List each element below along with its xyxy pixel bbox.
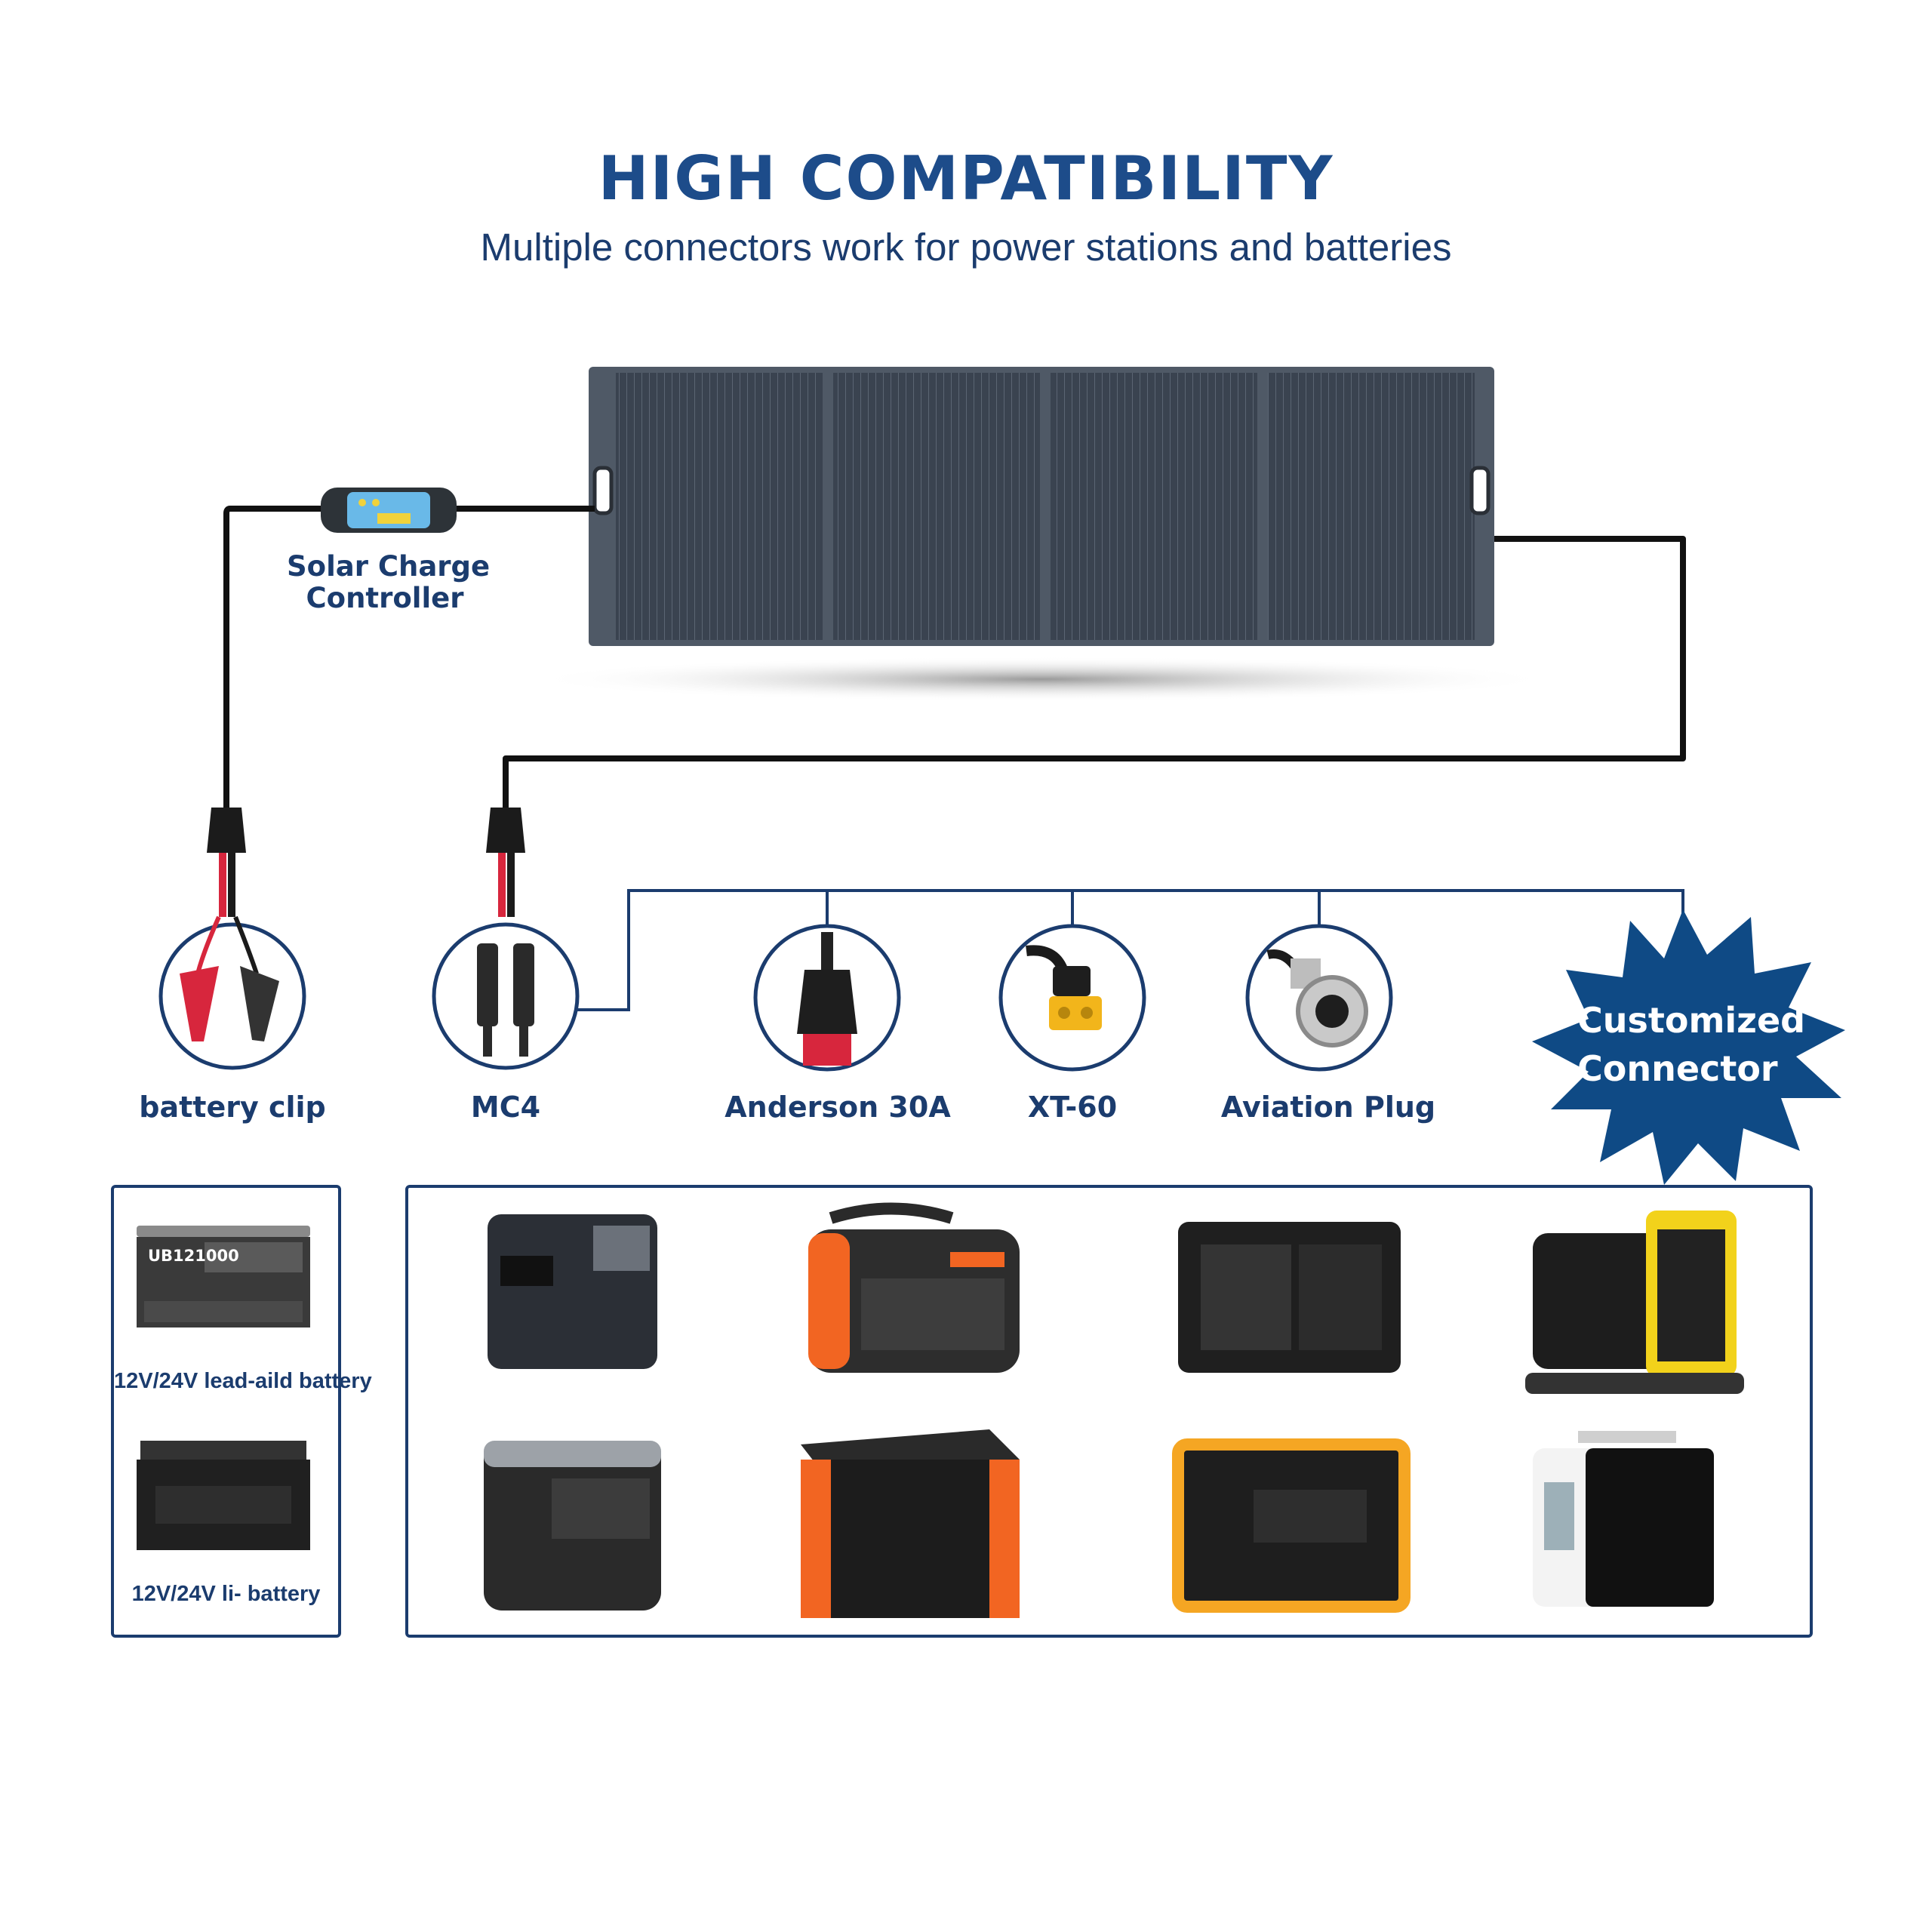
battery-clip-circle [158,922,306,1070]
aviation-plug-icon [1266,949,1368,1048]
mc4-circle [432,922,580,1070]
power-station-1-icon [488,1214,657,1369]
anderson-connector-icon [797,932,857,1066]
power-station-3-icon [1178,1222,1401,1373]
lithium-battery-icon [137,1441,310,1550]
controller-label: Solar Charge Controller [287,550,491,614]
lead-acid-caption: 12V/24V lead-aild battery [114,1369,372,1393]
mc4-connector-icon [477,943,534,1057]
battery-clip-icon [180,915,279,1041]
solar-panel-icon [528,367,1555,702]
power-station-6-icon [801,1429,1020,1618]
connector-label-mc4: MC4 [470,1091,541,1124]
battery-brand-label: UB121000 [148,1247,239,1265]
custom-badge-line1: Customized [1577,1000,1806,1041]
battery-box: UB121000 12V/24V lead-aild battery 12V/2… [111,1185,372,1638]
page-subtitle: Multiple connectors work for power stati… [480,226,1452,269]
splitter-mid-icon [486,808,525,917]
custom-badge-line2: Connector [1577,1048,1778,1089]
power-station-4-icon [1525,1211,1744,1394]
connector-label-aviation: Aviation Plug [1220,1091,1436,1124]
xt60-connector-icon [1026,945,1102,1030]
cables [223,506,1686,811]
controller-label-line2: Controller [306,582,464,614]
page-title: HIGH COMPATIBILITY [598,143,1334,214]
power-stations-box [405,1185,1813,1638]
connector-bus-line [577,889,1684,1011]
power-station-7-icon [1172,1438,1411,1613]
customized-connector-badge [1532,909,1845,1185]
charge-controller-icon [321,488,457,533]
custom-badge-text: Customized Connector [1562,996,1819,1093]
lithium-caption: 12V/24V li- battery [131,1582,321,1606]
lead-acid-battery-icon [137,1226,310,1327]
connector-label-battery-clip: battery clip [139,1091,326,1124]
battery-graphics [137,1226,310,1550]
power-stations-graphics [484,1202,1744,1618]
controller-label-line1: Solar Charge [287,550,491,583]
power-station-5-icon [484,1441,661,1611]
connector-label-xt60: XT-60 [1027,1091,1118,1124]
connector-label-anderson: Anderson 30A [724,1091,951,1124]
splitter-left-icon [207,808,246,917]
power-station-8-icon [1533,1431,1714,1607]
power-station-2-icon [808,1202,1020,1373]
